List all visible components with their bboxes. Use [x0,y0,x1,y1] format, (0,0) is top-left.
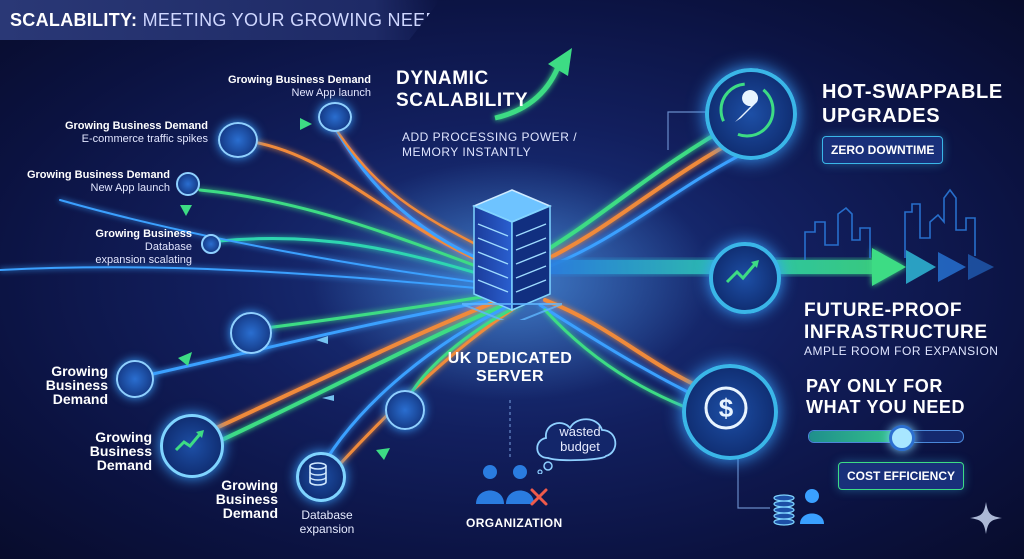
expansion-arrowhead [906,250,936,284]
database-label: Database expansion [299,508,355,536]
flow-line [238,138,502,272]
dynamic-scalability-sub: ADD PROCESSING POWER /MEMORY INSTANTLY [402,130,578,159]
flow-line [533,133,747,267]
coins-user-icon [773,489,824,526]
cost-slider-knob[interactable] [889,425,916,451]
trend-up-icon [725,260,759,284]
cloud-icon [536,418,617,474]
city-skyline [804,188,976,260]
zero-downtime-badge: ZERO DOWNTIME [822,136,944,164]
growth-arrow [494,61,563,121]
future-proof-sub: AMPLE ROOM FOR EXPANSION [804,344,999,358]
flow-line [133,298,497,380]
cost-slider[interactable] [808,425,964,451]
organization-label: ORGANIZATION [466,516,563,530]
demand-node [385,390,425,430]
sparkle-icon [970,502,1002,534]
demand-node [218,122,258,158]
cost-node: $ [682,364,778,460]
expansion-arrowhead [872,248,906,286]
future-node [709,242,781,314]
flow-line [528,118,742,262]
wrench-icon [719,82,775,138]
trend-up-icon [174,430,204,452]
flow-line [0,266,501,291]
flow-line [538,148,752,272]
expansion-arrowhead [968,254,994,280]
server-icon [462,189,562,320]
upgrade-node [705,68,797,160]
title-bar: SCALABILITY: MEETING YOUR GROWING NEEDS [0,0,440,40]
flow-line [198,188,502,277]
flow-line [318,303,512,472]
flow-line [198,303,507,452]
demand-node [230,312,272,354]
demand-node [318,102,352,132]
flow-line [59,199,501,286]
flow-line [188,298,502,442]
database-icon [309,462,327,486]
database-node [296,452,346,502]
growth-node [160,414,224,478]
page-title: SCALABILITY: MEETING YOUR GROWING NEEDS [10,10,452,30]
cost-efficiency-badge: COST EFFICIENCY [838,462,965,490]
demand-node [116,360,154,398]
dots [316,336,334,401]
organization-icon [476,465,548,506]
svg-text:$: $ [719,393,734,423]
demand-label: Growing Business Database expansion scal… [95,228,192,266]
dollar-icon: $ [704,386,748,430]
expansion-arrowhead [938,252,966,282]
demand-node [176,172,200,196]
demand-node [201,234,221,254]
growth-arrowhead [548,48,572,76]
cost-slider-fill [809,431,902,442]
flow-line [208,236,502,282]
flow-line [248,293,497,332]
